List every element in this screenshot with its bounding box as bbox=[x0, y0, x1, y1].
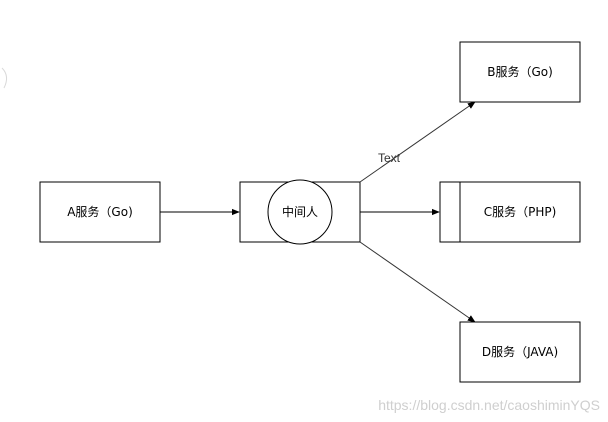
edge-middleman-to-b[interactable] bbox=[359, 101, 476, 183]
node-c-service[interactable]: C服务（PHP) bbox=[439, 181, 581, 243]
edge-middleman-to-d[interactable] bbox=[359, 241, 476, 323]
middleman-circle bbox=[267, 179, 333, 245]
watermark-text: https://blog.csdn.net/caoshiminYQS bbox=[378, 397, 600, 413]
node-a-service[interactable]: A服务（Go) bbox=[39, 181, 161, 243]
node-d-label: D服务（JAVA) bbox=[482, 344, 558, 359]
edge-label-text: Text bbox=[378, 151, 401, 165]
edge-artifact bbox=[1, 67, 8, 89]
node-middleman-label: 中间人 bbox=[282, 204, 318, 219]
node-d-service[interactable]: D服务（JAVA) bbox=[459, 321, 581, 383]
node-b-label: B服务（Go) bbox=[487, 64, 553, 79]
node-c-label: C服务（PHP) bbox=[484, 204, 557, 219]
node-middleman[interactable]: 中间人 bbox=[239, 179, 361, 245]
node-b-service[interactable]: B服务（Go) bbox=[459, 41, 581, 103]
node-a-label: A服务（Go) bbox=[67, 204, 133, 219]
